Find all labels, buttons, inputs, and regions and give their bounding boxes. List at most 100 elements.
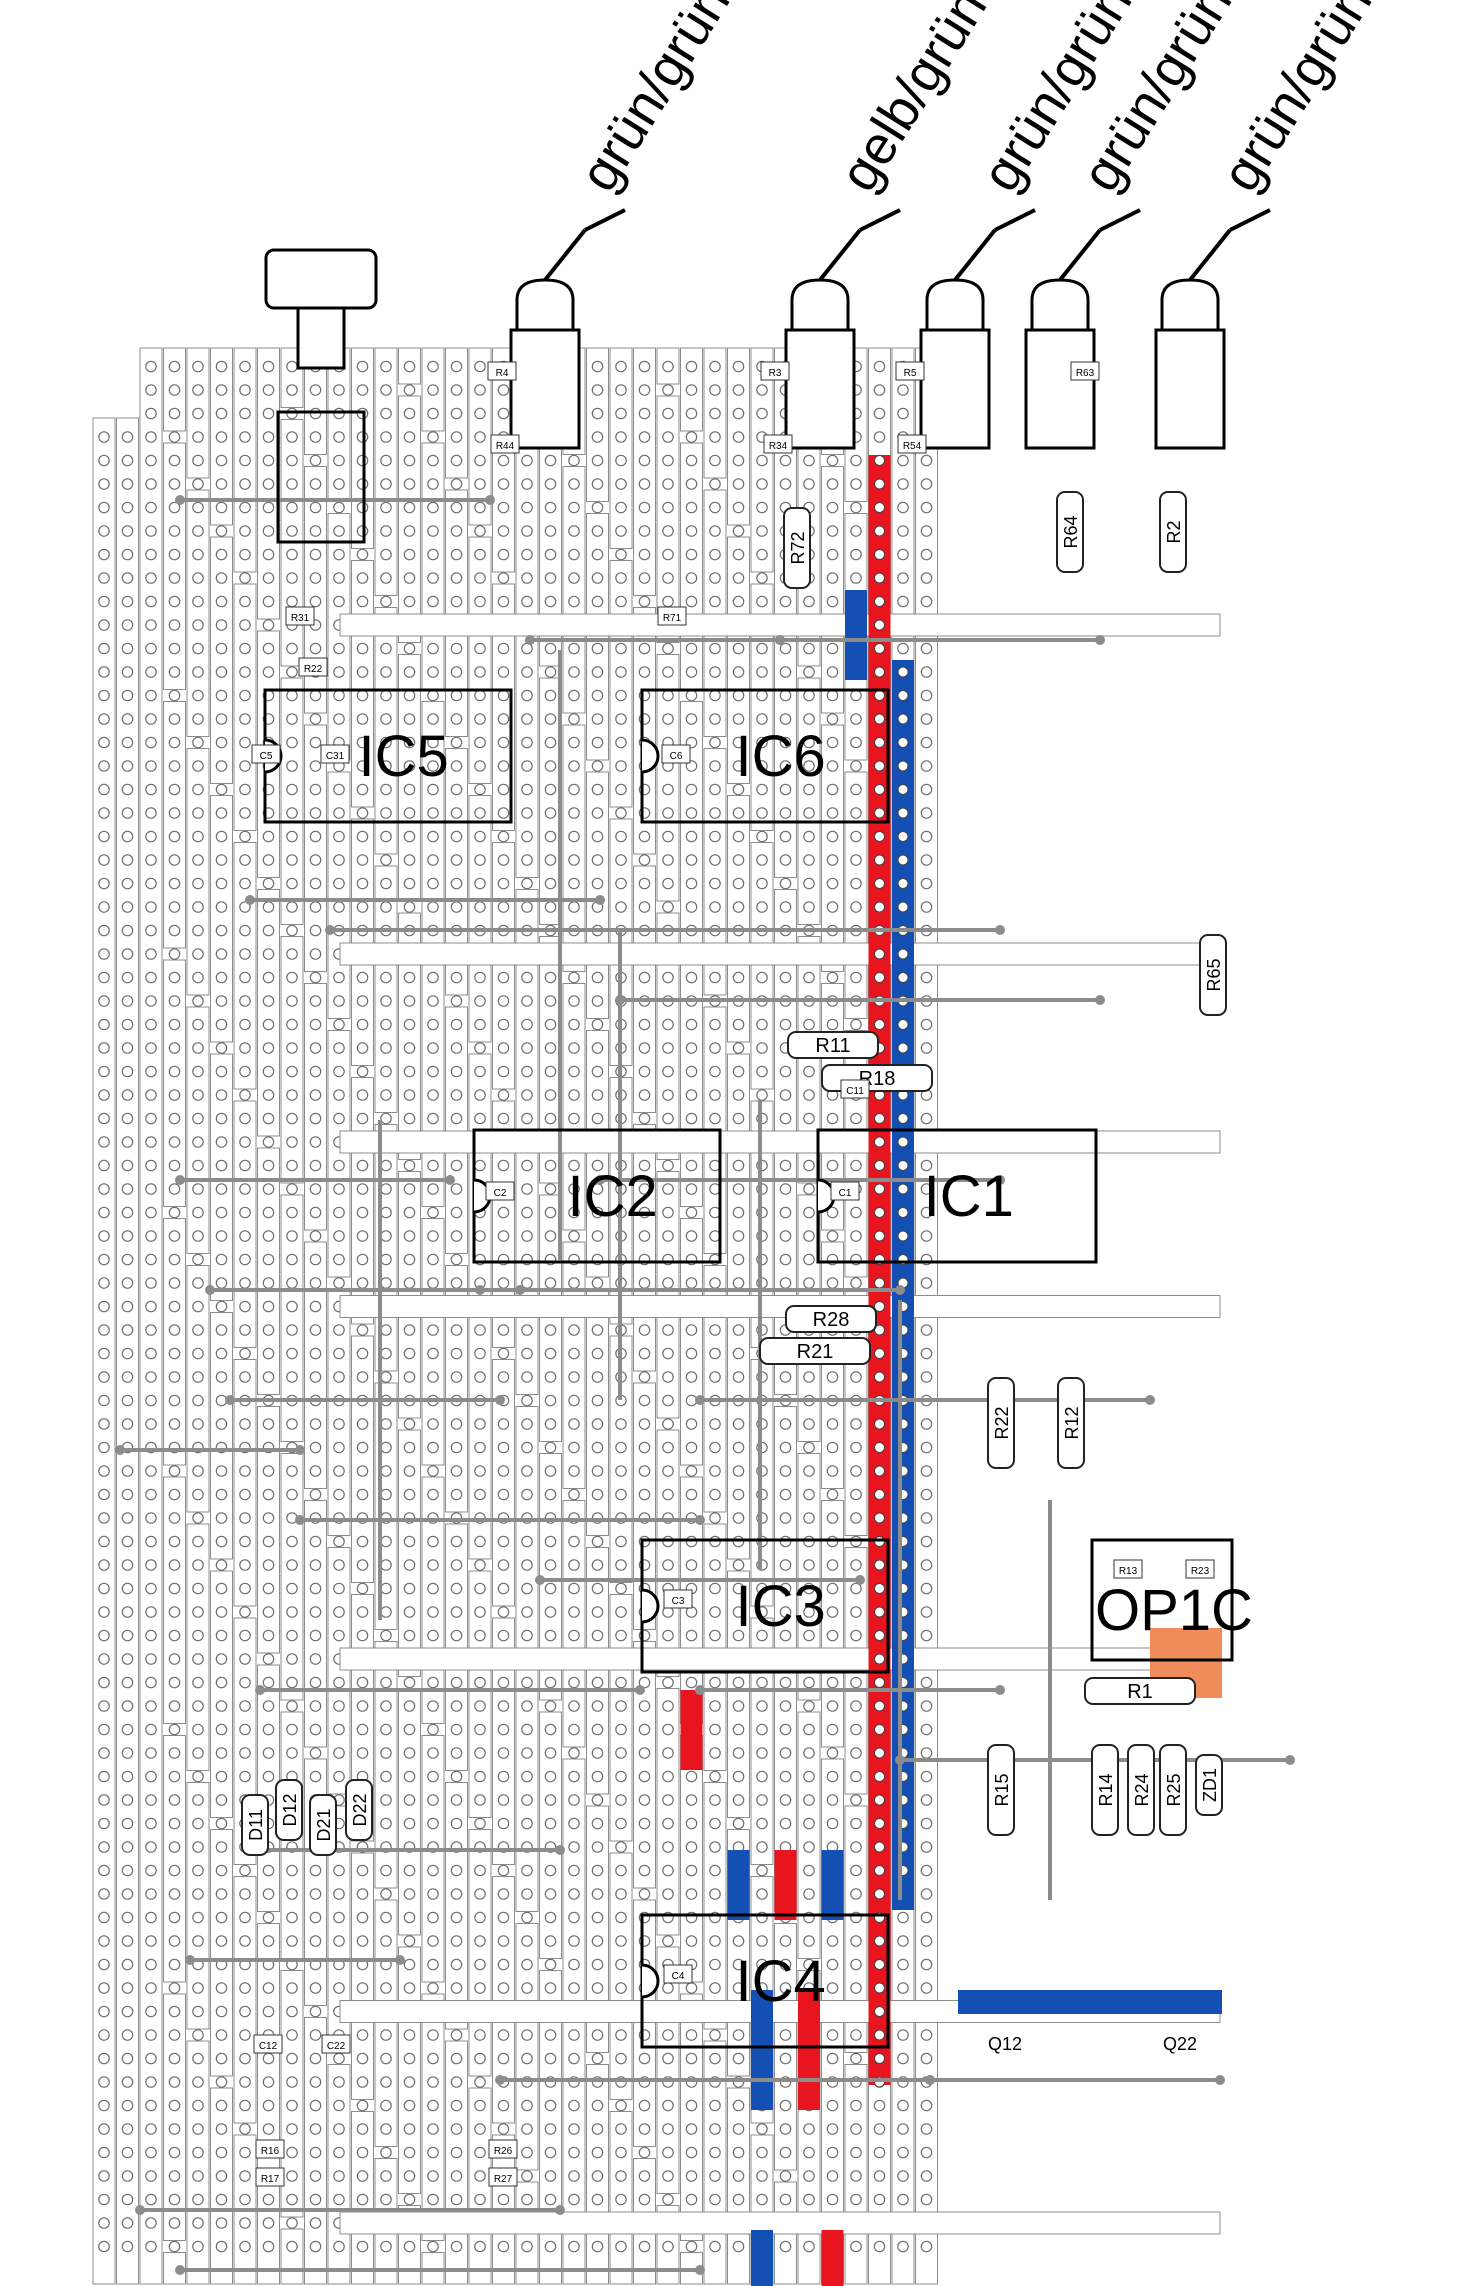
hole [309, 1089, 322, 1101]
hole [286, 1582, 298, 1595]
hole [427, 1347, 439, 1360]
hole [380, 1253, 392, 1266]
hole [685, 1488, 698, 1501]
hole [239, 783, 251, 796]
hole [333, 1253, 345, 1266]
rail-hole [897, 760, 909, 772]
hole [356, 1324, 369, 1336]
hole [450, 1535, 463, 1548]
led-holder [1024, 328, 1096, 450]
hole [544, 995, 557, 1007]
hole [544, 572, 557, 584]
hole [568, 1347, 580, 1360]
horizontal-strip [339, 1295, 1221, 1318]
hole [591, 2240, 604, 2253]
hole [474, 595, 486, 608]
hole [497, 1794, 510, 1806]
hole [662, 360, 674, 373]
hole [779, 1159, 792, 1172]
hole [309, 1159, 322, 1172]
strip-segment [445, 1782, 468, 2030]
colored-strip [751, 2230, 773, 2286]
hole [803, 1888, 815, 1900]
hole [239, 995, 251, 1007]
hole [920, 1606, 933, 1618]
hole [685, 1441, 698, 1454]
hole [427, 1817, 439, 1830]
strip-segment [163, 1735, 186, 1983]
rail-hole [874, 1771, 885, 1782]
hole [732, 1159, 745, 1172]
hole [779, 1253, 792, 1266]
resistor [1057, 1377, 1085, 1469]
hole [286, 2099, 298, 2112]
hole [333, 1018, 345, 1031]
hole [309, 924, 322, 937]
rail-hole [874, 1583, 885, 1594]
hole [262, 924, 275, 937]
hole [732, 572, 745, 584]
hole [779, 2099, 792, 2112]
hole [803, 807, 815, 819]
hole [380, 1089, 392, 1101]
hole [568, 501, 580, 514]
hole [803, 1629, 815, 1642]
hole [920, 1676, 933, 1689]
hole [121, 1723, 134, 1736]
hole [145, 1982, 157, 1994]
rail-hole [874, 737, 885, 748]
hole [403, 854, 416, 866]
hole [474, 1747, 486, 1759]
hole [568, 1159, 580, 1172]
hole [286, 1653, 298, 1665]
hole [591, 384, 604, 396]
hole [333, 1676, 345, 1689]
hole [215, 1582, 228, 1595]
hole [920, 830, 933, 843]
hole [333, 1347, 345, 1360]
hole [145, 666, 157, 678]
hole [732, 1512, 745, 1524]
hole [168, 454, 181, 467]
hole [779, 854, 792, 866]
hole [309, 1183, 322, 1195]
hole [403, 1559, 416, 1571]
hole [662, 1700, 674, 1712]
hole [850, 1841, 862, 1853]
rail-hole [874, 1724, 885, 1735]
hole [380, 666, 392, 678]
hole [356, 572, 369, 584]
hole [286, 1324, 298, 1336]
hole [826, 713, 839, 725]
hole [920, 1794, 933, 1806]
hole [803, 2170, 815, 2182]
hole [192, 2076, 204, 2088]
hole [309, 2240, 322, 2253]
hole [779, 1065, 792, 1078]
hole [615, 454, 627, 467]
hole [779, 2123, 792, 2135]
hole [568, 666, 580, 678]
strip-segment [304, 983, 327, 1231]
hole [662, 1864, 674, 1877]
hole [662, 666, 674, 678]
hole [356, 995, 369, 1007]
hole [168, 1817, 181, 1830]
led-leader-line [1099, 208, 1141, 232]
hole [427, 642, 439, 655]
hole [826, 783, 839, 796]
strip-segment [233, 583, 257, 831]
hole [568, 1723, 580, 1736]
hole [685, 2029, 698, 2041]
hole [333, 2170, 345, 2182]
hole [403, 1700, 416, 1712]
hole [662, 689, 674, 702]
hole [262, 1159, 275, 1172]
hole [333, 1042, 345, 1054]
hole [215, 1747, 228, 1759]
hole [756, 572, 768, 584]
hole [803, 1512, 815, 1524]
wire-end [485, 495, 495, 505]
hole [145, 1512, 157, 1524]
hole [920, 2170, 933, 2182]
